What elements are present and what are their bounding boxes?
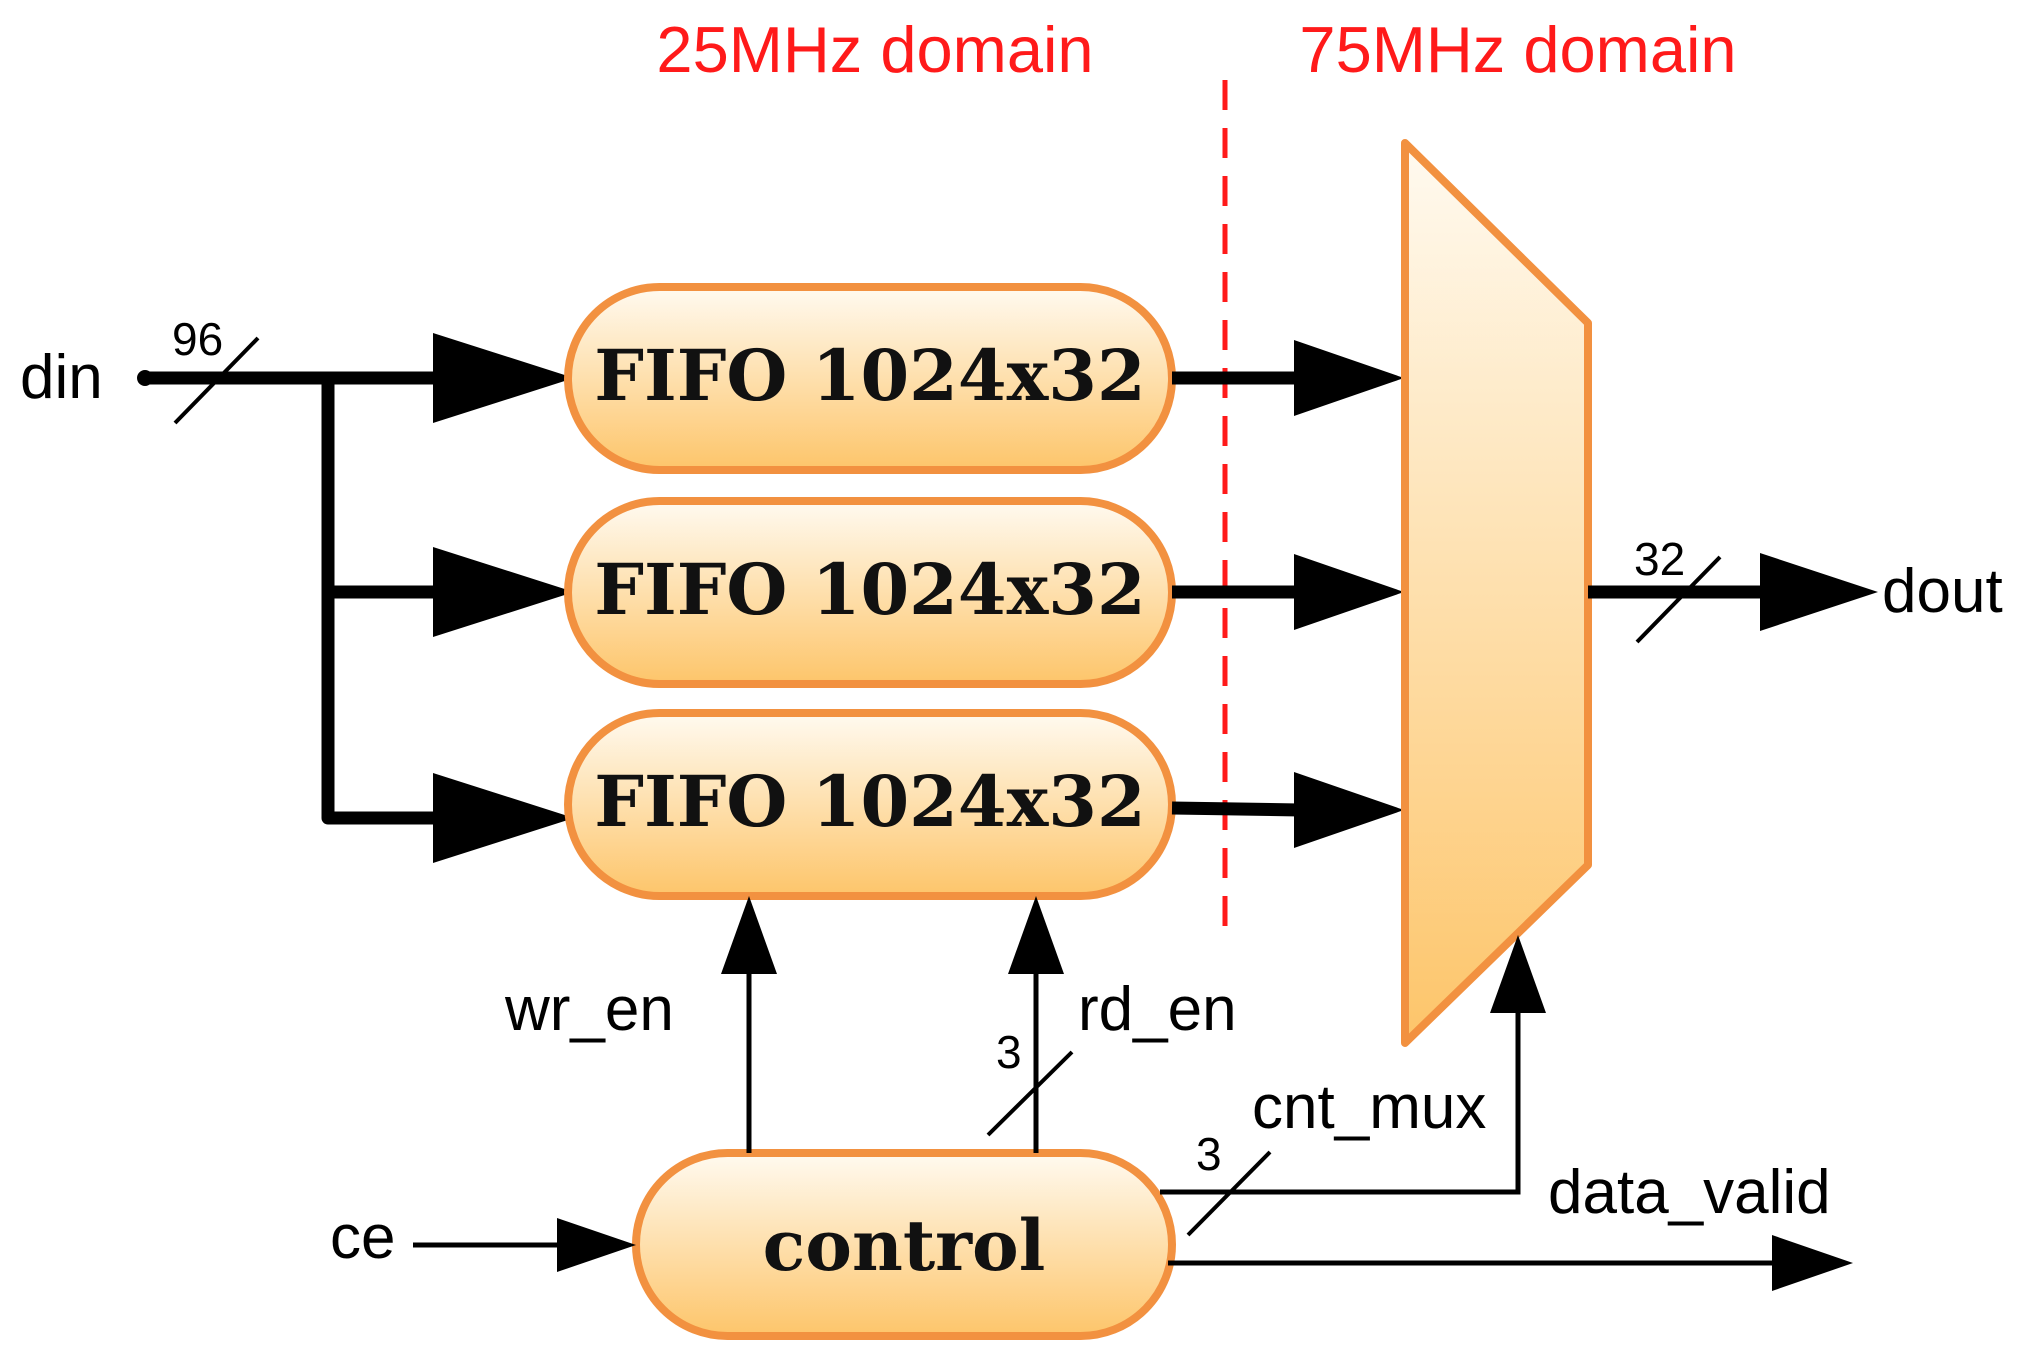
fifo-2-label: FIFO 1024x32 [594,548,1145,631]
domain-label-75mhz: 75MHz domain [1299,13,1736,86]
dout-width-slash [1635,555,1722,644]
din-width-label: 96 [172,313,223,365]
fifo-1-label: FIFO 1024x32 [594,334,1145,417]
multiplexer-shape [1401,139,1592,1047]
rd-en-width-label: 3 [996,1026,1022,1078]
fifo-1-input-arrow [433,333,574,423]
fifo-1-output-arrow [1294,340,1404,416]
cnt-mux-width-slash [1186,1150,1272,1237]
rd-en-width-slash [986,1050,1074,1137]
cnt-mux-width-label: 3 [1196,1128,1222,1180]
fifo-3-input-arrow [433,773,574,863]
ce-label: ce [330,1203,395,1272]
fifo-block-3: FIFO 1024x32 [564,709,1176,900]
fifo-2-input-arrow [433,547,574,637]
fifo-3-output-bus [1171,801,1301,817]
din-label: din [20,343,103,412]
control-label: control [763,1204,1046,1287]
fifo-block-1: FIFO 1024x32 [564,283,1176,474]
rd-en-label: rd_en [1078,975,1237,1044]
fifo-3-label: FIFO 1024x32 [594,760,1145,843]
wr-en-label: wr_en [504,975,674,1044]
fifo-3-output-arrow [1294,772,1404,848]
din-fanout-bus [321,378,437,825]
data-valid-arrow [1772,1235,1853,1291]
din-width-slash [173,336,260,425]
dout-label: dout [1882,557,2003,626]
fifo-3-shape [564,709,1176,900]
cnt-mux-arrow [1490,935,1546,1013]
dout-width-label: 32 [1634,533,1685,585]
fifo-block-2: FIFO 1024x32 [564,497,1176,688]
rd-en-arrow [1008,896,1064,974]
data-valid-label: data_valid [1548,1158,1831,1227]
fifo-2-output-arrow [1294,554,1404,630]
domain-label-25mhz: 25MHz domain [656,13,1093,86]
control-block: control [632,1149,1176,1340]
wr-en-arrow [721,896,777,974]
cnt-mux-wire [1160,995,1521,1195]
control-shape [632,1149,1176,1340]
ce-arrow [557,1218,636,1272]
cnt-mux-label: cnt_mux [1252,1073,1486,1142]
dout-arrow [1760,553,1878,631]
